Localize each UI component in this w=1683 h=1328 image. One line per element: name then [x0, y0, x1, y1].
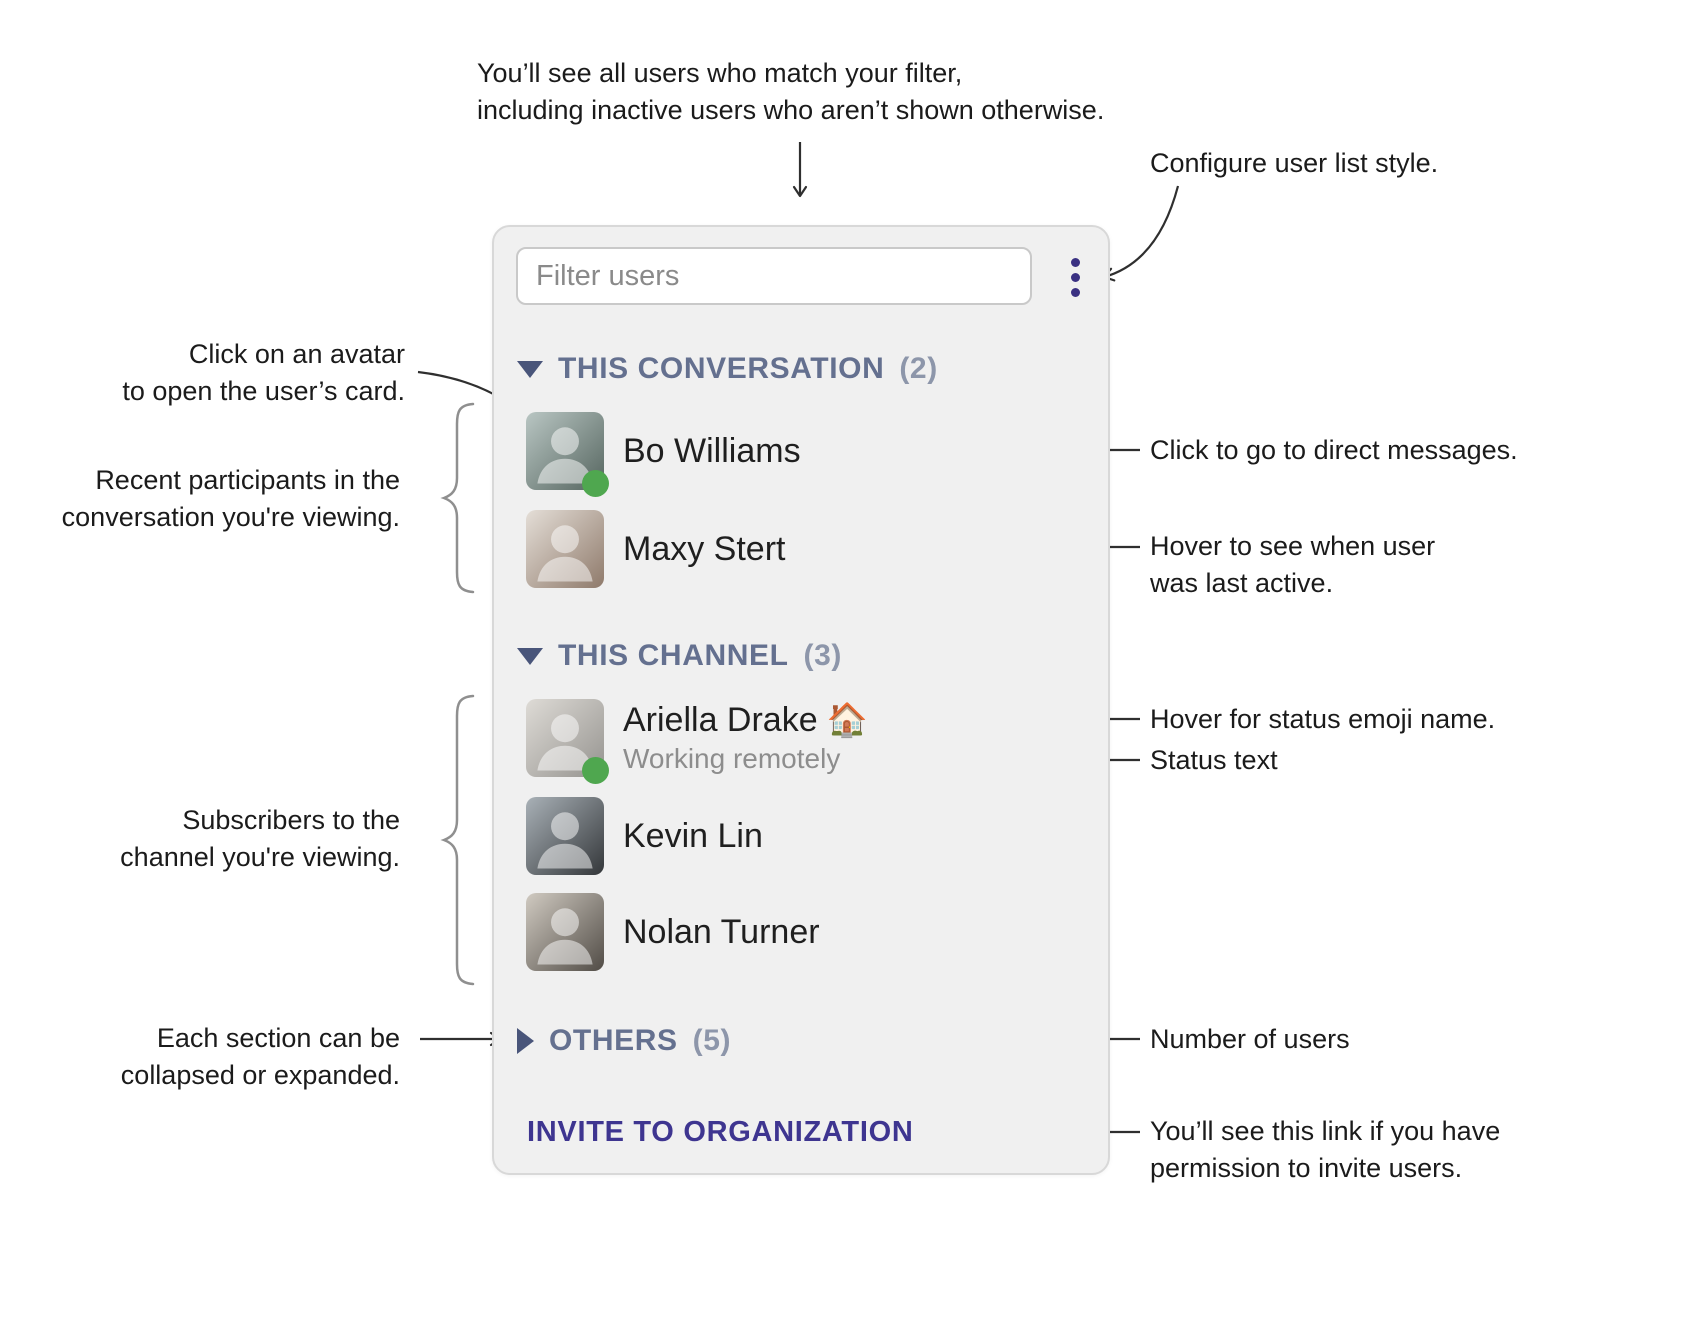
user-row-maxy-stert[interactable]: Maxy Stert	[526, 510, 785, 588]
user-count-note: Number of users	[1150, 1021, 1350, 1058]
status-emoji[interactable]: 🏠	[826, 701, 868, 738]
recent-participants-note: Recent participants in the conversation …	[62, 462, 400, 536]
user-name: Ariella Drake	[623, 701, 818, 739]
kebab-menu-icon	[1070, 272, 1080, 282]
note-line: conversation you're viewing.	[61, 502, 400, 532]
note-line: Click on an avatar	[188, 339, 405, 369]
avatar-bo-williams[interactable]	[526, 412, 609, 497]
note-line: Number of users	[1150, 1024, 1350, 1054]
triangle-down-icon	[517, 360, 543, 378]
user-status-text: Working remotely	[623, 743, 841, 774]
section-header-this-channel[interactable]: THIS CHANNEL (3)	[517, 639, 842, 673]
note-line: Click to go to direct messages.	[1150, 435, 1518, 465]
status-emoji-note: Hover for status emoji name.	[1150, 701, 1495, 738]
avatar-maxy-stert[interactable]	[526, 510, 604, 588]
avatar-click-note: Click on an avatar to open the user’s ca…	[122, 336, 405, 410]
avatar-nolan-turner[interactable]	[526, 893, 604, 971]
configure-user-list-button[interactable]	[1052, 251, 1098, 303]
subscribers-note: Subscribers to the channel you're viewin…	[120, 802, 400, 876]
triangle-right-icon	[517, 1028, 534, 1054]
note-line: Recent participants in the	[95, 465, 400, 495]
user-name-with-emoji: Ariella Drake🏠	[623, 701, 868, 740]
section-count: (5)	[692, 1024, 732, 1057]
person-silhouette-icon	[537, 908, 593, 965]
invite-to-organization-link[interactable]: INVITE TO ORGANIZATION	[527, 1116, 914, 1148]
note-line: Hover to see when user	[1150, 531, 1436, 561]
avatar-ariella-drake[interactable]	[526, 699, 609, 784]
brace-recent-participants	[440, 402, 475, 594]
brace-subscribers	[440, 694, 475, 986]
status-text-note: Status text	[1150, 742, 1278, 779]
person-silhouette-icon	[537, 714, 593, 771]
person-silhouette-icon	[537, 812, 593, 869]
section-count: (2)	[899, 352, 938, 385]
note-line: permission to invite users.	[1150, 1153, 1463, 1183]
avatar-kevin-lin[interactable]	[526, 797, 604, 875]
note-line: You’ll see this link if you have	[1150, 1116, 1501, 1146]
filter-users-input[interactable]	[516, 247, 1032, 305]
section-header-others[interactable]: OTHERS (5)	[517, 1024, 731, 1058]
note-line: Status text	[1150, 745, 1278, 775]
collapse-expand-note: Each section can be collapsed or expande…	[121, 1020, 400, 1094]
configure-style-note: Configure user list style.	[1150, 145, 1438, 182]
note-line: Hover for status emoji name.	[1150, 704, 1496, 734]
note-line: Configure user list style.	[1150, 148, 1439, 178]
section-title: THIS CONVERSATION	[558, 352, 885, 385]
section-title: OTHERS	[549, 1024, 678, 1057]
user-list-panel: THIS CONVERSATION (2) Bo Williams Maxy S…	[492, 225, 1110, 1175]
note-line: was last active.	[1150, 568, 1334, 598]
section-count: (3)	[803, 639, 842, 672]
leader-line-configure	[1102, 185, 1180, 282]
user-row-kevin-lin[interactable]: Kevin Lin	[526, 797, 763, 875]
note-line: Each section can be	[156, 1023, 400, 1053]
note-line: You’ll see all users who match your filt…	[477, 58, 963, 88]
note-line: including inactive users who aren’t show…	[477, 95, 1105, 125]
user-name: Bo Williams	[623, 431, 801, 470]
presence-dot	[582, 757, 609, 784]
user-name: Nolan Turner	[623, 912, 820, 951]
note-line: to open the user’s card.	[122, 376, 405, 406]
user-row-ariella-drake[interactable]: Ariella Drake🏠 Working remotely	[526, 699, 868, 784]
user-row-bo-williams[interactable]: Bo Williams	[526, 412, 801, 497]
user-name: Kevin Lin	[623, 816, 763, 855]
note-line: channel you're viewing.	[120, 842, 400, 872]
invite-permission-note: You’ll see this link if you have permiss…	[1150, 1113, 1500, 1187]
triangle-down-icon	[517, 647, 543, 665]
last-active-note: Hover to see when user was last active.	[1150, 528, 1435, 602]
kebab-menu-icon	[1070, 257, 1080, 267]
filter-results-note: You’ll see all users who match your filt…	[477, 55, 1104, 129]
person-silhouette-icon	[537, 525, 593, 582]
note-line: collapsed or expanded.	[120, 1060, 400, 1090]
direct-messages-note: Click to go to direct messages.	[1150, 432, 1518, 469]
person-silhouette-icon	[537, 427, 593, 484]
section-title: THIS CHANNEL	[558, 639, 789, 672]
note-line: Subscribers to the	[182, 805, 400, 835]
user-row-nolan-turner[interactable]: Nolan Turner	[526, 893, 820, 971]
kebab-menu-icon	[1070, 287, 1080, 297]
section-header-this-conversation[interactable]: THIS CONVERSATION (2)	[517, 352, 938, 386]
user-name: Maxy Stert	[623, 529, 786, 568]
presence-dot	[582, 470, 609, 497]
